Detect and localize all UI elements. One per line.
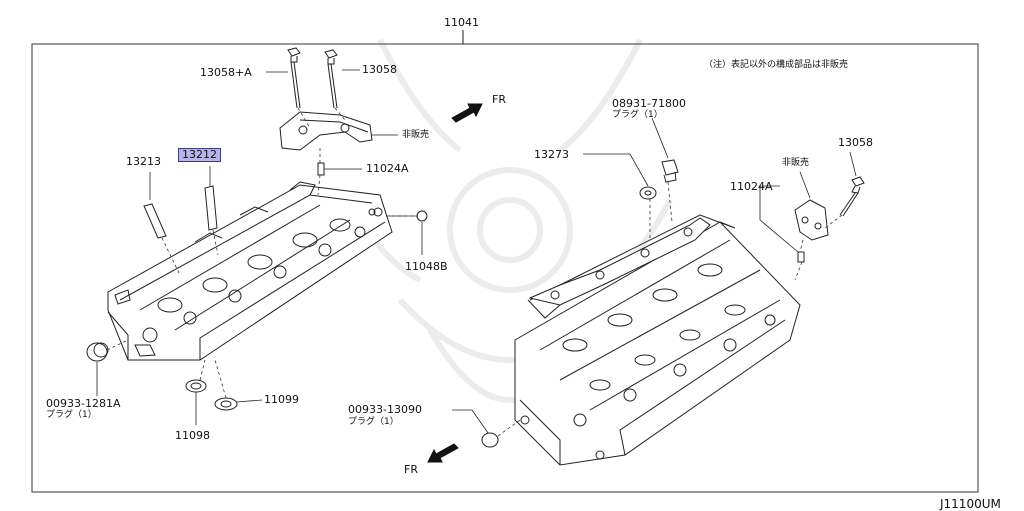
label-13058b[interactable]: 13058 <box>362 63 397 76</box>
label-00933-13090[interactable]: 00933-13090 <box>348 403 422 416</box>
right-cylinder-head <box>514 214 801 466</box>
fr-arrow-top-icon <box>451 103 483 123</box>
left-cylinder-head <box>107 181 393 361</box>
bolt-13058a <box>287 47 301 109</box>
plug-00933-13090 <box>481 432 499 448</box>
bolt-13058-right <box>839 176 865 217</box>
label-not-sold-right: 非販売 <box>782 158 810 168</box>
label-11099[interactable]: 11099 <box>264 393 299 406</box>
label-11048b[interactable]: 11048B <box>405 260 448 273</box>
diagram-code: J11100UM <box>940 497 1001 511</box>
diagram-frame <box>31 43 979 493</box>
label-plug-right-bottom: プラグ（1） <box>348 417 399 427</box>
pin-11024a-left <box>317 162 325 176</box>
label-11024a-right[interactable]: 11024A <box>730 180 773 193</box>
label-11041[interactable]: 11041 <box>444 16 479 29</box>
bolt-13058b <box>324 49 338 109</box>
label-plug-left: プラグ（1） <box>46 410 97 420</box>
label-08931-71800[interactable]: 08931-71800 <box>612 97 686 110</box>
label-00933-1281a[interactable]: 00933-1281A <box>46 397 121 410</box>
seal-11098 <box>185 379 207 393</box>
label-11098[interactable]: 11098 <box>175 429 210 442</box>
washer-13273 <box>639 186 657 200</box>
label-13273[interactable]: 13273 <box>534 148 569 161</box>
label-fr-top: FR <box>492 93 506 106</box>
seal-11099 <box>214 397 238 411</box>
pin-13213 <box>143 203 167 239</box>
label-13058a[interactable]: 13058+A <box>200 66 252 79</box>
plug-08931-71800 <box>661 159 679 183</box>
right-head-ridge <box>528 217 711 306</box>
plug-11048b <box>416 210 428 222</box>
note-text: （注）表記以外の構成部品は非販売 <box>704 60 849 70</box>
pin-13212 <box>204 185 218 231</box>
fr-arrow-bottom-icon <box>427 443 459 463</box>
label-13212-highlighted[interactable]: 13212 <box>178 148 221 162</box>
label-plug-right-top: プラグ（1） <box>612 110 663 120</box>
label-not-sold-left: 非販売 <box>402 130 430 140</box>
label-13058-right[interactable]: 13058 <box>838 136 873 149</box>
pin-11024a-right <box>797 251 805 263</box>
right-bracket <box>794 199 829 241</box>
left-bracket <box>279 111 373 151</box>
label-11024a-left[interactable]: 11024A <box>366 162 409 175</box>
label-13213[interactable]: 13213 <box>126 155 161 168</box>
plug-00933-1281a <box>86 342 109 362</box>
leader-lines <box>96 69 857 434</box>
label-fr-bottom: FR <box>404 463 418 476</box>
dashed-guides <box>106 107 843 437</box>
